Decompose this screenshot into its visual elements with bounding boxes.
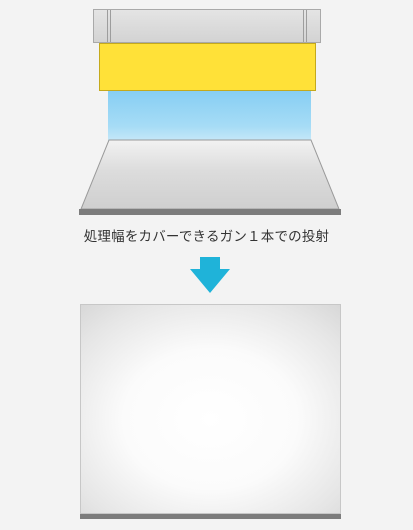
uv-lamp-housing [93, 9, 321, 43]
uv-lamp-body [99, 43, 316, 91]
diagram-caption: 処理幅をカバーできるガン１本での投射 [83, 229, 330, 245]
stage-edge [79, 209, 341, 215]
work-stage [79, 139, 341, 215]
arrow-down-icon [190, 257, 230, 293]
housing-rib [303, 10, 304, 42]
result-panel-base [80, 514, 341, 519]
housing-rib [110, 10, 111, 42]
result-panel [80, 304, 341, 514]
housing-rib [306, 10, 307, 42]
stage-surface [80, 139, 340, 210]
housing-rib [107, 10, 108, 42]
